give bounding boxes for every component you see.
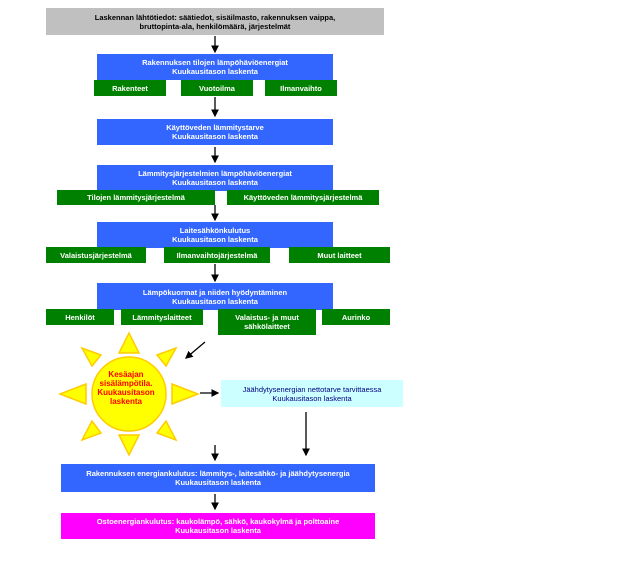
heat-loss-box: Rakennuksen tilojen lämpöhäviöenergiat K… <box>97 54 333 80</box>
heat-gain-item-lighting-electric: Valaistus- ja muut sähkölaitteet <box>218 309 316 335</box>
system-loss-item-dhw-heating: Käyttöveden lämmitysjärjestelmä <box>227 190 379 205</box>
input-data-box: Laskennan lähtötiedot: säätiedot, sisäil… <box>46 8 384 35</box>
electricity-item-ventilation: Ilmanvaihtojärjestelmä <box>164 247 270 263</box>
dhw-demand-box: Käyttöveden lämmitystarve Kuukausitason … <box>97 119 333 145</box>
heat-gain-item-sun: Aurinko <box>322 309 390 325</box>
system-loss-item-space-heating: Tilojen lämmitysjärjestelmä <box>57 190 215 205</box>
heat-gains-box: Lämpökuormat ja niiden hyödyntäminen Kuu… <box>97 283 333 310</box>
heat-gain-item-persons: Henkilöt <box>46 309 114 325</box>
purchased-energy-box: Ostoenergiankulutus: kaukolämpö, sähkö, … <box>61 513 375 539</box>
electricity-item-lighting: Valaistusjärjestelmä <box>46 247 146 263</box>
electricity-box: Laitesähkönkulutus Kuukausitason laskent… <box>97 222 333 248</box>
sun-icon <box>57 331 201 457</box>
heat-gain-item-heating-devices: Lämmityslaitteet <box>121 309 203 325</box>
system-losses-box: Lämmitysjärjestelmien lämpöhäviöenergiat… <box>97 165 333 191</box>
cooling-demand-box: Jäähdytysenergian nettotarve tarvittaess… <box>221 380 403 407</box>
electricity-item-other-devices: Muut laitteet <box>289 247 390 263</box>
energy-use-box: Rakennuksen energiankulutus: lämmitys-, … <box>61 464 375 492</box>
heat-loss-item-infiltration: Vuotoilma <box>181 80 253 96</box>
heat-loss-item-ventilation: Ilmanvaihto <box>265 80 337 96</box>
arrow-to-sun <box>185 341 206 359</box>
summer-temperature-label: Kesäajan sisälämpötila. Kuukausitason la… <box>97 370 155 406</box>
heat-loss-item-structures: Rakenteet <box>94 80 166 96</box>
